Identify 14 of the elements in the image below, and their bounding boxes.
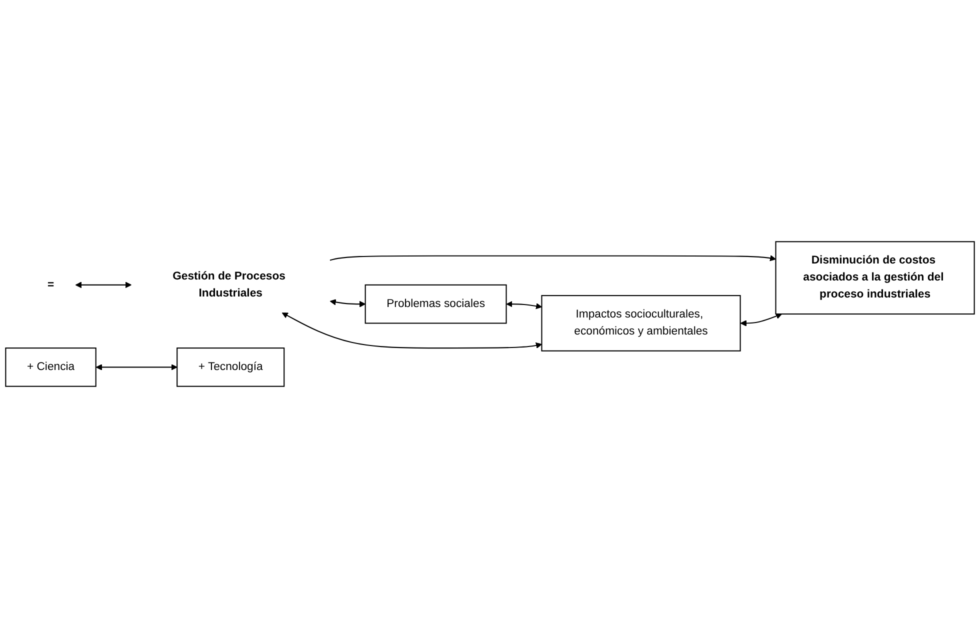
arrow	[506, 301, 542, 310]
arrow	[96, 364, 178, 371]
node-box: + Tecnología	[176, 348, 285, 388]
arrow	[740, 314, 782, 327]
node-text: Gestión de Procesos Industriales	[172, 270, 286, 300]
node-box: + Ciencia	[5, 348, 96, 388]
node-box: Disminución de costos asociados a la gestión del proceso industriales	[775, 242, 975, 316]
arrow	[330, 256, 776, 262]
arrow	[75, 282, 132, 289]
arrow	[282, 312, 542, 350]
node-box: Impactos socioculturales, económicos y ambientales	[541, 296, 741, 352]
arrow	[330, 300, 366, 308]
node-box: Problemas sociales	[364, 284, 507, 324]
node-text: =	[47, 279, 54, 292]
